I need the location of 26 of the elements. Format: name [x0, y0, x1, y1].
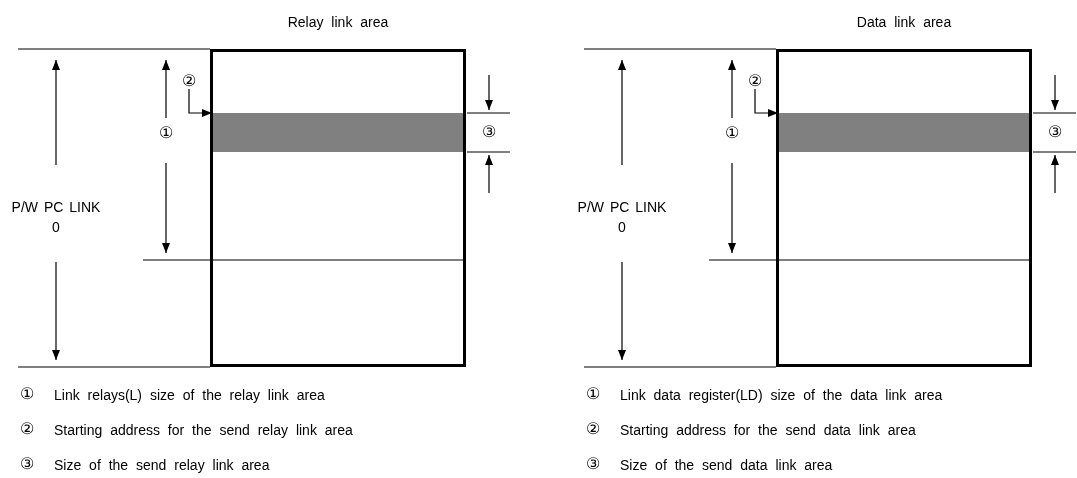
callout-number: ③: [482, 124, 496, 140]
callout-number: ②: [748, 73, 762, 89]
legend-text: Starting address for the send data link area: [620, 422, 916, 438]
dimension-label: P/W PC LINK 0: [576, 198, 668, 237]
callout-number: ①: [586, 386, 600, 402]
legend-text: Link data register(LD) size of the data link area: [620, 387, 943, 403]
callout-number: ①: [159, 125, 173, 141]
callout-number: ③: [586, 456, 600, 472]
leader-line: [188, 88, 213, 117]
legend-text: Size of the send data link area: [620, 457, 833, 473]
callout-number: ①: [725, 125, 739, 141]
callout-number: ①: [20, 386, 34, 402]
callout-number: ③: [1048, 124, 1062, 140]
dimension-label: P/W PC LINK 0: [10, 198, 102, 237]
send-area-band: [779, 113, 1029, 152]
area-heading: Relay link area: [286, 14, 390, 30]
area-heading: Data link area: [855, 14, 953, 30]
callout-number: ②: [182, 73, 196, 89]
send-area-band: [213, 113, 463, 152]
leader-line: [754, 88, 779, 117]
legend-text: Size of the send relay link area: [54, 457, 270, 473]
legend-text: Link relays(L) size of the relay link area: [54, 387, 325, 403]
callout-number: ②: [586, 421, 600, 437]
callout-number: ②: [20, 421, 34, 437]
legend-text: Starting address for the send relay link area: [54, 422, 353, 438]
callout-number: ③: [20, 456, 34, 472]
